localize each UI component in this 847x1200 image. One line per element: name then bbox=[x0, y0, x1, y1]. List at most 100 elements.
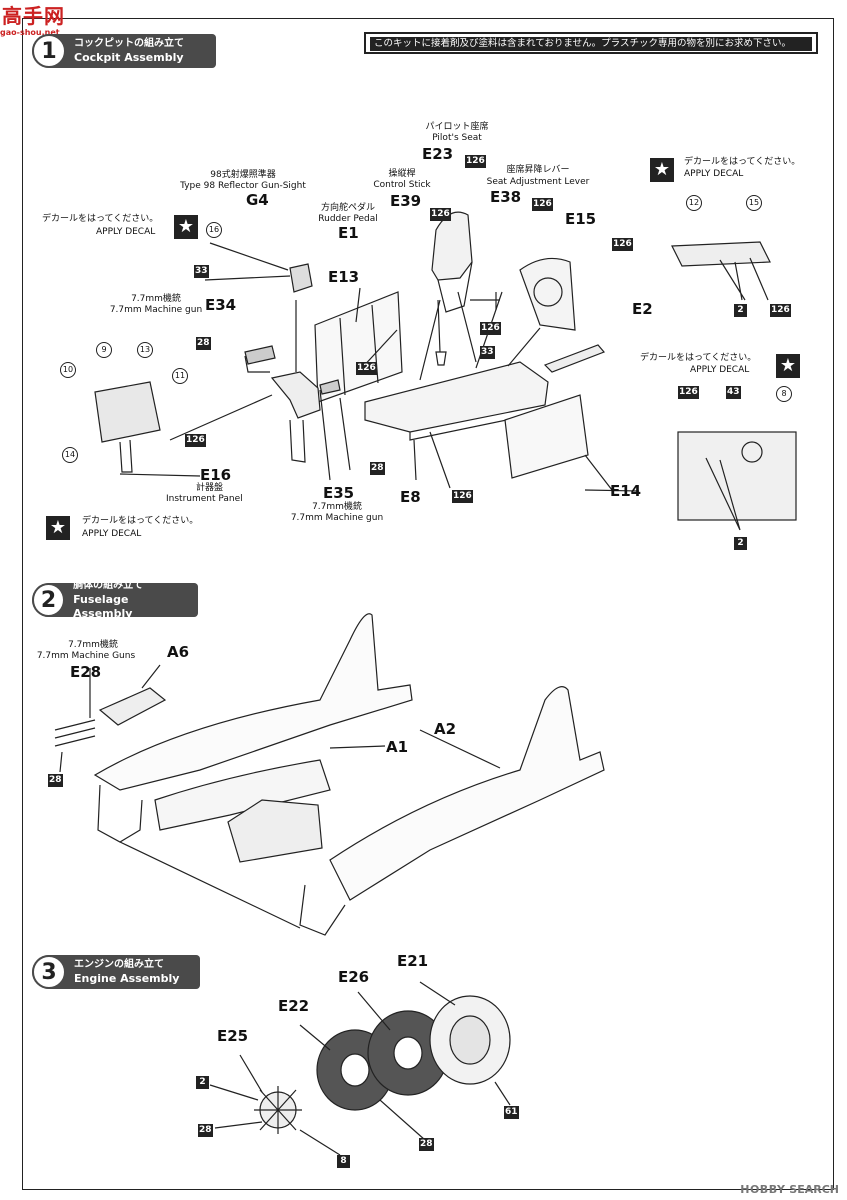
decal-number: 11 bbox=[172, 368, 188, 384]
paint-code-badge: 126 bbox=[452, 490, 473, 503]
hobby-search-logo: HOBBY SEARCH bbox=[740, 1183, 839, 1196]
paint-code-badge: 126 bbox=[678, 386, 699, 399]
star-icon: ★ bbox=[776, 354, 800, 378]
paint-code-badge: 28 bbox=[419, 1138, 434, 1151]
step-1-header: 1 コックピットの組み立て Cockpit Assembly bbox=[32, 34, 216, 68]
step-title-en: Engine Assembly bbox=[74, 972, 180, 985]
page-frame bbox=[22, 18, 834, 1190]
paint-code-badge: 28 bbox=[48, 774, 63, 787]
seat-lever-label-en: Seat Adjustment Lever bbox=[486, 177, 590, 187]
decal-instruction-jp: デカールをはってください。 bbox=[42, 214, 159, 224]
rudder-pedal-label-jp: 方向舵ペダル bbox=[320, 203, 376, 213]
step-title-en: Fuselage Assembly bbox=[73, 593, 133, 620]
gunsight-label-jp: 98式射爆照準器 bbox=[210, 170, 276, 180]
panel-label-jp: 計器盤 bbox=[196, 483, 224, 493]
rudder-pedal-label-en: Rudder Pedal bbox=[318, 214, 378, 224]
decal-instruction-en: APPLY DECAL bbox=[82, 529, 142, 539]
paint-code-badge: 126 bbox=[532, 198, 553, 211]
star-icon: ★ bbox=[174, 215, 198, 239]
part-a2: A2 bbox=[434, 720, 457, 738]
star-icon: ★ bbox=[46, 516, 70, 540]
decal-instruction-jp: デカールをはってください。 bbox=[684, 157, 801, 167]
part-e28: E28 bbox=[70, 663, 102, 681]
step-title-jp: 胴体の組み立て bbox=[73, 580, 144, 591]
paint-code-badge: 126 bbox=[480, 322, 501, 335]
paint-code-badge: 28 bbox=[370, 462, 385, 475]
seat-lever-label-jp: 座席昇降レバー bbox=[506, 165, 570, 175]
gun-right-label-jp: 7.7mm機銃 bbox=[312, 502, 362, 512]
decal-number: 13 bbox=[137, 342, 153, 358]
watermark-url: gao-shou.net bbox=[0, 28, 60, 37]
gun-left-label-jp: 7.7mm機銃 bbox=[131, 294, 181, 304]
paint-code-badge: 126 bbox=[356, 362, 377, 375]
fuselage-guns-label-en: 7.7mm Machine Guns bbox=[36, 651, 136, 661]
part-e25: E25 bbox=[217, 1027, 249, 1045]
step-title-en: Cockpit Assembly bbox=[74, 51, 184, 64]
part-e2: E2 bbox=[632, 300, 653, 318]
part-e1: E1 bbox=[338, 224, 359, 242]
notice-text: このキットに接着剤及び塗料は含まれておりません。プラスチック専用の物を別にお求め… bbox=[370, 37, 812, 51]
paint-code-badge: 126 bbox=[430, 208, 451, 221]
part-e39: E39 bbox=[390, 192, 422, 210]
part-a6: A6 bbox=[167, 643, 190, 661]
paint-code-badge: 2 bbox=[196, 1076, 209, 1089]
paint-code-badge: 61 bbox=[504, 1106, 519, 1119]
part-e15: E15 bbox=[565, 210, 597, 228]
paint-code-badge: 28 bbox=[198, 1124, 213, 1137]
decal-instruction-en: APPLY DECAL bbox=[96, 227, 156, 237]
part-e38: E38 bbox=[490, 188, 522, 206]
panel-label-en: Instrument Panel bbox=[166, 494, 243, 504]
step-3-header: 3 エンジンの組み立て Engine Assembly bbox=[32, 955, 200, 989]
step-number: 2 bbox=[32, 583, 66, 617]
decal-instruction-jp: デカールをはってください。 bbox=[640, 353, 757, 363]
pilot-seat-label-en: Pilot's Seat bbox=[432, 133, 482, 143]
part-g4: G4 bbox=[246, 191, 269, 209]
fuselage-guns-label-jp: 7.7mm機銃 bbox=[68, 640, 118, 650]
part-e35: E35 bbox=[323, 484, 355, 502]
paint-code-badge: 126 bbox=[185, 434, 206, 447]
step-title-jp: エンジンの組み立て bbox=[74, 959, 164, 970]
decal-instruction-jp: デカールをはってください。 bbox=[82, 516, 199, 526]
paint-code-badge: 8 bbox=[337, 1155, 350, 1168]
control-stick-label-en: Control Stick bbox=[373, 180, 431, 190]
notice-box: このキットに接着剤及び塗料は含まれておりません。プラスチック専用の物を別にお求め… bbox=[364, 32, 818, 54]
part-e13: E13 bbox=[328, 268, 360, 286]
paint-code-badge: 126 bbox=[770, 304, 791, 317]
paint-code-badge: 126 bbox=[612, 238, 633, 251]
paint-code-badge: 28 bbox=[196, 337, 211, 350]
paint-code-badge: 43 bbox=[726, 386, 741, 399]
part-e23: E23 bbox=[422, 145, 454, 163]
decal-instruction-en: APPLY DECAL bbox=[690, 365, 750, 375]
decal-number: 14 bbox=[62, 447, 78, 463]
decal-instruction-en: APPLY DECAL bbox=[684, 169, 744, 179]
step-2-header: 2 胴体の組み立て Fuselage Assembly bbox=[32, 580, 198, 620]
decal-number: 15 bbox=[746, 195, 762, 211]
paint-code-badge: 2 bbox=[734, 304, 747, 317]
paint-code-badge: 2 bbox=[734, 537, 747, 550]
part-a1: A1 bbox=[386, 738, 409, 756]
pilot-seat-label-jp: パイロット座席 bbox=[425, 122, 489, 132]
decal-number: 12 bbox=[686, 195, 702, 211]
paint-code-badge: 33 bbox=[194, 265, 209, 278]
decal-number: 9 bbox=[96, 342, 112, 358]
paint-code-badge: 33 bbox=[480, 346, 495, 359]
step-number: 1 bbox=[32, 34, 66, 68]
step-title-jp: コックピットの組み立て bbox=[74, 38, 184, 49]
star-icon: ★ bbox=[650, 158, 674, 182]
part-e8: E8 bbox=[400, 488, 421, 506]
decal-number: 16 bbox=[206, 222, 222, 238]
part-e14: E14 bbox=[610, 482, 642, 500]
logo-suffix: SEARCH bbox=[789, 1183, 839, 1196]
decal-number: 10 bbox=[60, 362, 76, 378]
control-stick-label-jp: 操縦桿 bbox=[388, 169, 416, 179]
step-number: 3 bbox=[32, 955, 66, 989]
part-e26: E26 bbox=[338, 968, 370, 986]
gun-left-label-en: 7.7mm Machine gun bbox=[109, 305, 203, 315]
part-e22: E22 bbox=[278, 997, 310, 1015]
part-e16: E16 bbox=[200, 466, 232, 484]
part-e34: E34 bbox=[205, 296, 237, 314]
logo-brand: HOBBY bbox=[740, 1183, 786, 1196]
gunsight-label-en: Type 98 Reflector Gun-Sight bbox=[180, 181, 306, 191]
watermark-logo: 高手网 bbox=[2, 4, 65, 28]
